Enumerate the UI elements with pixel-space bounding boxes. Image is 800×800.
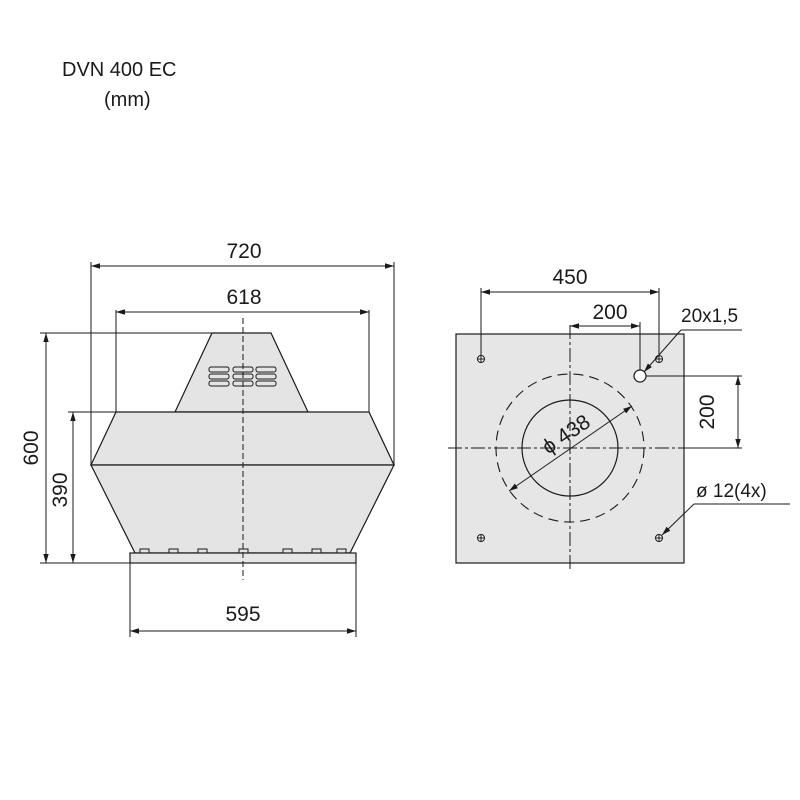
unit-label: (mm) <box>104 89 151 111</box>
top-view: 450 200 200 20x1,5 ϕ 438 ø 12(4x) <box>448 266 790 572</box>
dim-top-width: 618 <box>226 286 261 309</box>
side-view: 720 618 600 390 595 <box>20 240 395 637</box>
model-title: DVN 400 EC <box>62 59 177 81</box>
dim-overall-width: 720 <box>226 240 261 263</box>
dim-bolt-spacing: 450 <box>552 266 587 289</box>
dim-body-height: 390 <box>49 472 72 507</box>
vent-slots <box>208 366 277 387</box>
dim-base-width: 595 <box>225 603 260 626</box>
mount-holes <box>477 355 663 542</box>
mount-hole-label: ø 12(4x) <box>696 481 767 502</box>
dim-hole-offset-y: 200 <box>696 394 719 429</box>
dim-overall-height: 600 <box>20 430 43 465</box>
cable-hole-label: 20x1,5 <box>681 306 738 327</box>
dim-line-438 <box>508 405 633 492</box>
dim-hole-offset-x: 200 <box>592 301 627 324</box>
